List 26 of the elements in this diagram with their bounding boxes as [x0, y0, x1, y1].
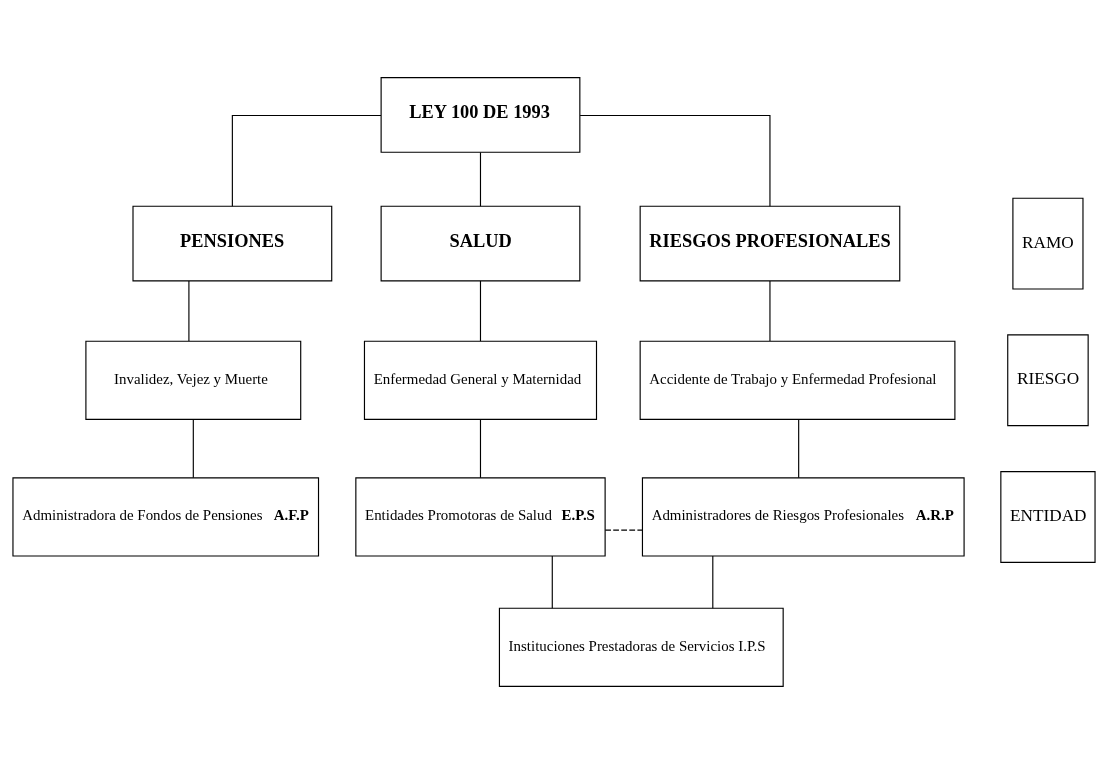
- node-box: Entidades Promotoras de Salud E.P.S: [355, 476, 606, 557]
- node-box: RIESGO: [1007, 333, 1089, 426]
- connector: [604, 529, 643, 531]
- connector: [479, 418, 482, 478]
- connector: [551, 555, 553, 609]
- node-box: Invalidez, Vejez y Muerte: [85, 340, 302, 420]
- node-box: Accidente de Trabajo y Enfermedad Profesional: [639, 340, 956, 420]
- connector: [479, 151, 482, 207]
- connector: [798, 418, 800, 478]
- node-box: Enfermedad General y Maternidad: [363, 340, 598, 420]
- connector: [231, 114, 382, 207]
- node-box: PENSIONES: [132, 205, 333, 281]
- node-box: Instituciones Prestadoras de Servicios I.P.S: [498, 607, 784, 687]
- node-box: SALUD: [380, 205, 581, 281]
- node-box: LEY 100 DE 1993: [380, 76, 581, 153]
- connector: [192, 418, 194, 478]
- connector: [579, 114, 771, 207]
- node-box: ENTIDAD: [1000, 470, 1096, 563]
- node-box: RIESGOS PROFESIONALES: [639, 205, 901, 281]
- node-box: RAMO: [1012, 197, 1084, 290]
- connector: [188, 279, 190, 342]
- node-box: Administradores de Riesgos Profesionales A.R.P: [641, 476, 965, 557]
- connector: [479, 279, 482, 342]
- connector: [769, 279, 771, 342]
- node-box: Administradora de Fondos de Pensiones A.F.P: [12, 476, 320, 557]
- connector: [712, 555, 714, 609]
